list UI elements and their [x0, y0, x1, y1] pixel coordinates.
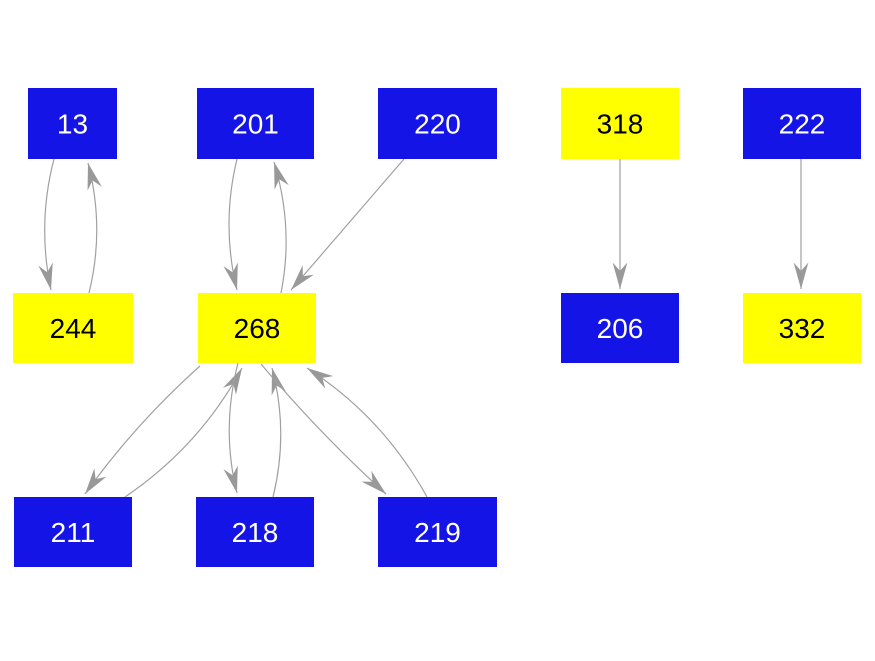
node-244: 244: [13, 293, 133, 363]
node-label: 244: [50, 313, 97, 344]
edge-219-268: [306, 367, 428, 498]
node-label: 220: [414, 109, 461, 140]
node-box: [743, 88, 861, 159]
node-label: 218: [232, 517, 279, 548]
nodes-layer: 13 201 220 318 222 244 268 206 332 211 218 219: [13, 88, 861, 567]
node-268: 268: [198, 293, 316, 363]
node-222: 222: [743, 88, 861, 159]
node-211: 211: [14, 497, 132, 567]
node-box: [378, 88, 497, 159]
node-box: [14, 497, 132, 567]
node-box: [196, 497, 314, 567]
node-label: 268: [234, 313, 281, 344]
edge-268-219: [260, 363, 387, 495]
node-box: [561, 293, 679, 363]
edges-layer: [38, 158, 809, 498]
edge-218-268: [271, 367, 286, 498]
edge-201-268: [223, 158, 238, 291]
node-201: 201: [197, 88, 314, 159]
node-box: [28, 88, 117, 159]
node-label: 332: [779, 313, 826, 344]
edge-220-268: [290, 158, 405, 291]
node-label: 206: [597, 313, 644, 344]
node-label: 222: [779, 109, 826, 140]
node-220: 220: [378, 88, 497, 159]
node-label: 211: [51, 517, 96, 548]
node-box: [13, 293, 133, 363]
edge-244-13: [87, 162, 102, 294]
node-box: [561, 88, 679, 159]
edge-268-218: [223, 362, 239, 494]
node-box: [743, 293, 861, 363]
edge-211-268: [124, 367, 243, 498]
node-318: 318: [561, 88, 679, 159]
node-label: 318: [597, 109, 644, 140]
edge-268-201: [273, 161, 289, 294]
node-box: [198, 293, 316, 363]
node-label: 201: [232, 109, 279, 140]
node-219: 219: [378, 497, 497, 567]
node-box: [378, 497, 497, 567]
node-218: 218: [196, 497, 314, 567]
edge-268-211: [84, 365, 201, 495]
node-332: 332: [743, 293, 861, 363]
edge-13-244: [38, 158, 55, 291]
node-label: 219: [414, 517, 461, 548]
node-label: 13: [57, 109, 88, 140]
node-13: 13: [28, 88, 117, 159]
node-206: 206: [561, 293, 679, 363]
node-box: [197, 88, 314, 159]
